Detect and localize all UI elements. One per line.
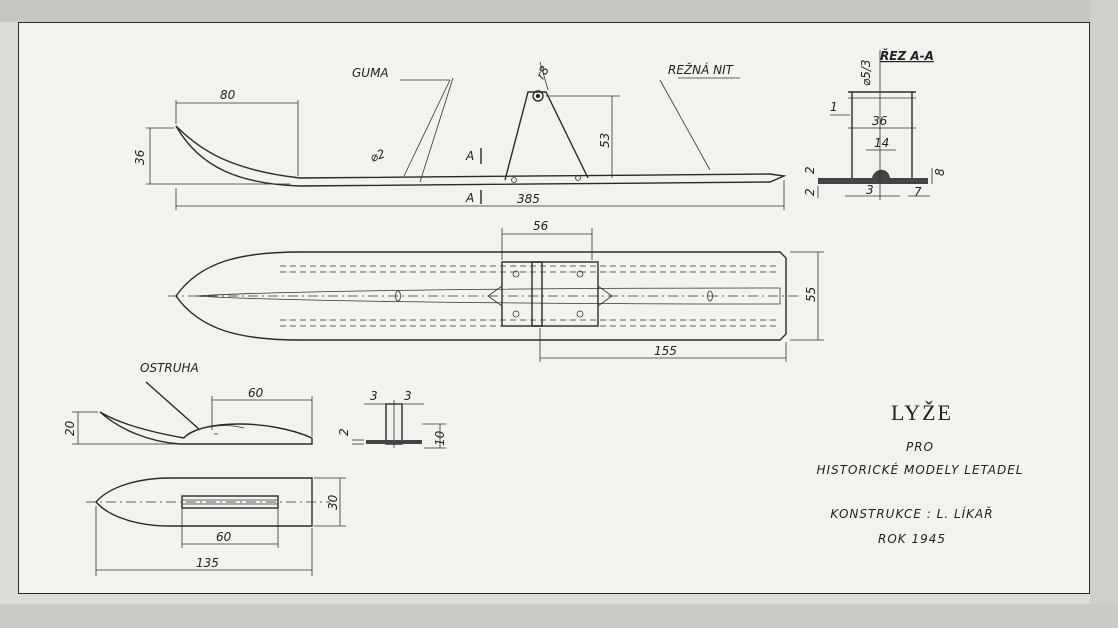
dim-385: 385 xyxy=(517,192,540,206)
ski-side-view xyxy=(175,77,787,204)
dim-56: 56 xyxy=(533,219,549,233)
spur-front-view xyxy=(352,400,446,449)
sec-dim-36: 36 xyxy=(872,114,888,128)
spur-side-view xyxy=(72,381,313,445)
spur-top-dim-60: 60 xyxy=(216,530,232,544)
spur-front-dim-3b: 3 xyxy=(404,389,412,403)
section-mark-a-top: A xyxy=(465,149,474,163)
spur-top-dim-30: 30 xyxy=(326,494,340,510)
top-view-dimensions xyxy=(501,228,824,362)
sec-dim-1: 1 xyxy=(830,100,838,114)
dim-53: 53 xyxy=(598,133,612,148)
side-view-dimensions xyxy=(146,61,785,210)
label-phi53: ⌀5/3 xyxy=(859,59,873,86)
spur-dim-60: 60 xyxy=(248,386,264,400)
ski-top-view xyxy=(168,251,800,341)
title-konstrukce: KONSTRUKCE : L. LÍKAŘ xyxy=(830,506,993,521)
dim-36: 36 xyxy=(133,149,147,165)
sec-dim-3: 3 xyxy=(866,183,874,197)
dim-155: 155 xyxy=(654,344,677,358)
sec-dim-8: 8 xyxy=(933,168,947,176)
spur-top-dim-135: 135 xyxy=(196,556,219,570)
spur-front-dim-10: 10 xyxy=(433,430,447,446)
dim-55: 55 xyxy=(804,287,818,302)
sec-dim-14: 14 xyxy=(874,136,889,150)
label-rezna-nit: REŽNÁ NIT xyxy=(668,62,735,77)
label-ostruha: OSTRUHA xyxy=(140,361,199,375)
title-rok: ROK 1945 xyxy=(878,532,946,546)
label-r8: r8 xyxy=(533,63,552,81)
title-subtitle: HISTORICKÉ MODELY LETADEL xyxy=(817,462,1024,477)
title-pro: PRO xyxy=(906,440,934,454)
scan-top-edge xyxy=(0,0,1118,22)
spur-front-dim-2: 2 xyxy=(337,428,351,436)
spur-top-view xyxy=(86,477,346,576)
label-guma: GUMA xyxy=(352,66,389,80)
scan-right-edge xyxy=(1090,0,1118,628)
sec-dim-7: 7 xyxy=(914,185,922,199)
spur-front-dim-3a: 3 xyxy=(370,389,378,403)
drawing-title: LYŽE xyxy=(891,400,953,425)
spur-dim-20: 20 xyxy=(63,420,77,436)
sec-dim-2b: 2 xyxy=(803,188,817,196)
section-a-a xyxy=(817,50,933,200)
dim-80: 80 xyxy=(220,88,236,102)
label-phi2: ⌀2 xyxy=(368,147,387,165)
scan-bottom-edge xyxy=(0,604,1118,628)
section-title: ŘEZ A-A xyxy=(880,48,934,63)
sec-dim-2a: 2 xyxy=(803,166,817,174)
section-mark-a-bottom: A xyxy=(465,191,474,205)
